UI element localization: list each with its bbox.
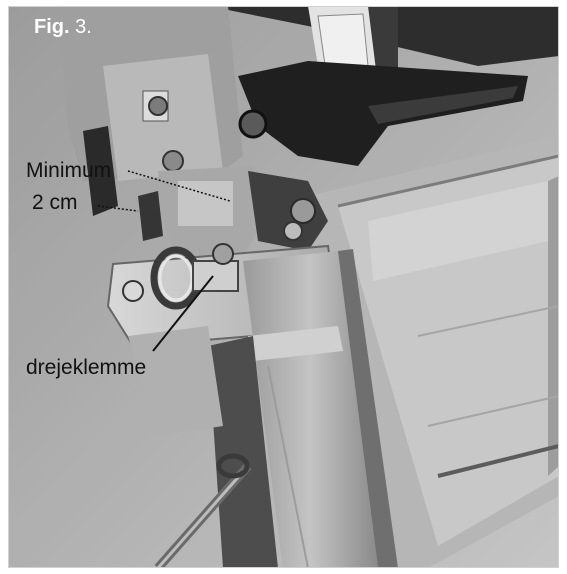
distance-leader-line [97,205,139,212]
label-swivel-clamp: drejeklemme [26,356,147,379]
clamp-leader-line [152,275,214,352]
wing-nut [216,453,250,479]
upright-post [243,251,378,568]
minimum-leader-line [127,170,231,202]
figure-title: Fig. 3. [34,16,92,39]
figure-title-number: 3. [75,16,92,38]
figure-title-prefix: Fig. [34,16,70,38]
label-minimum: Minimum [26,159,112,182]
product-photo [8,6,559,568]
label-distance: 2 cm [32,191,78,214]
